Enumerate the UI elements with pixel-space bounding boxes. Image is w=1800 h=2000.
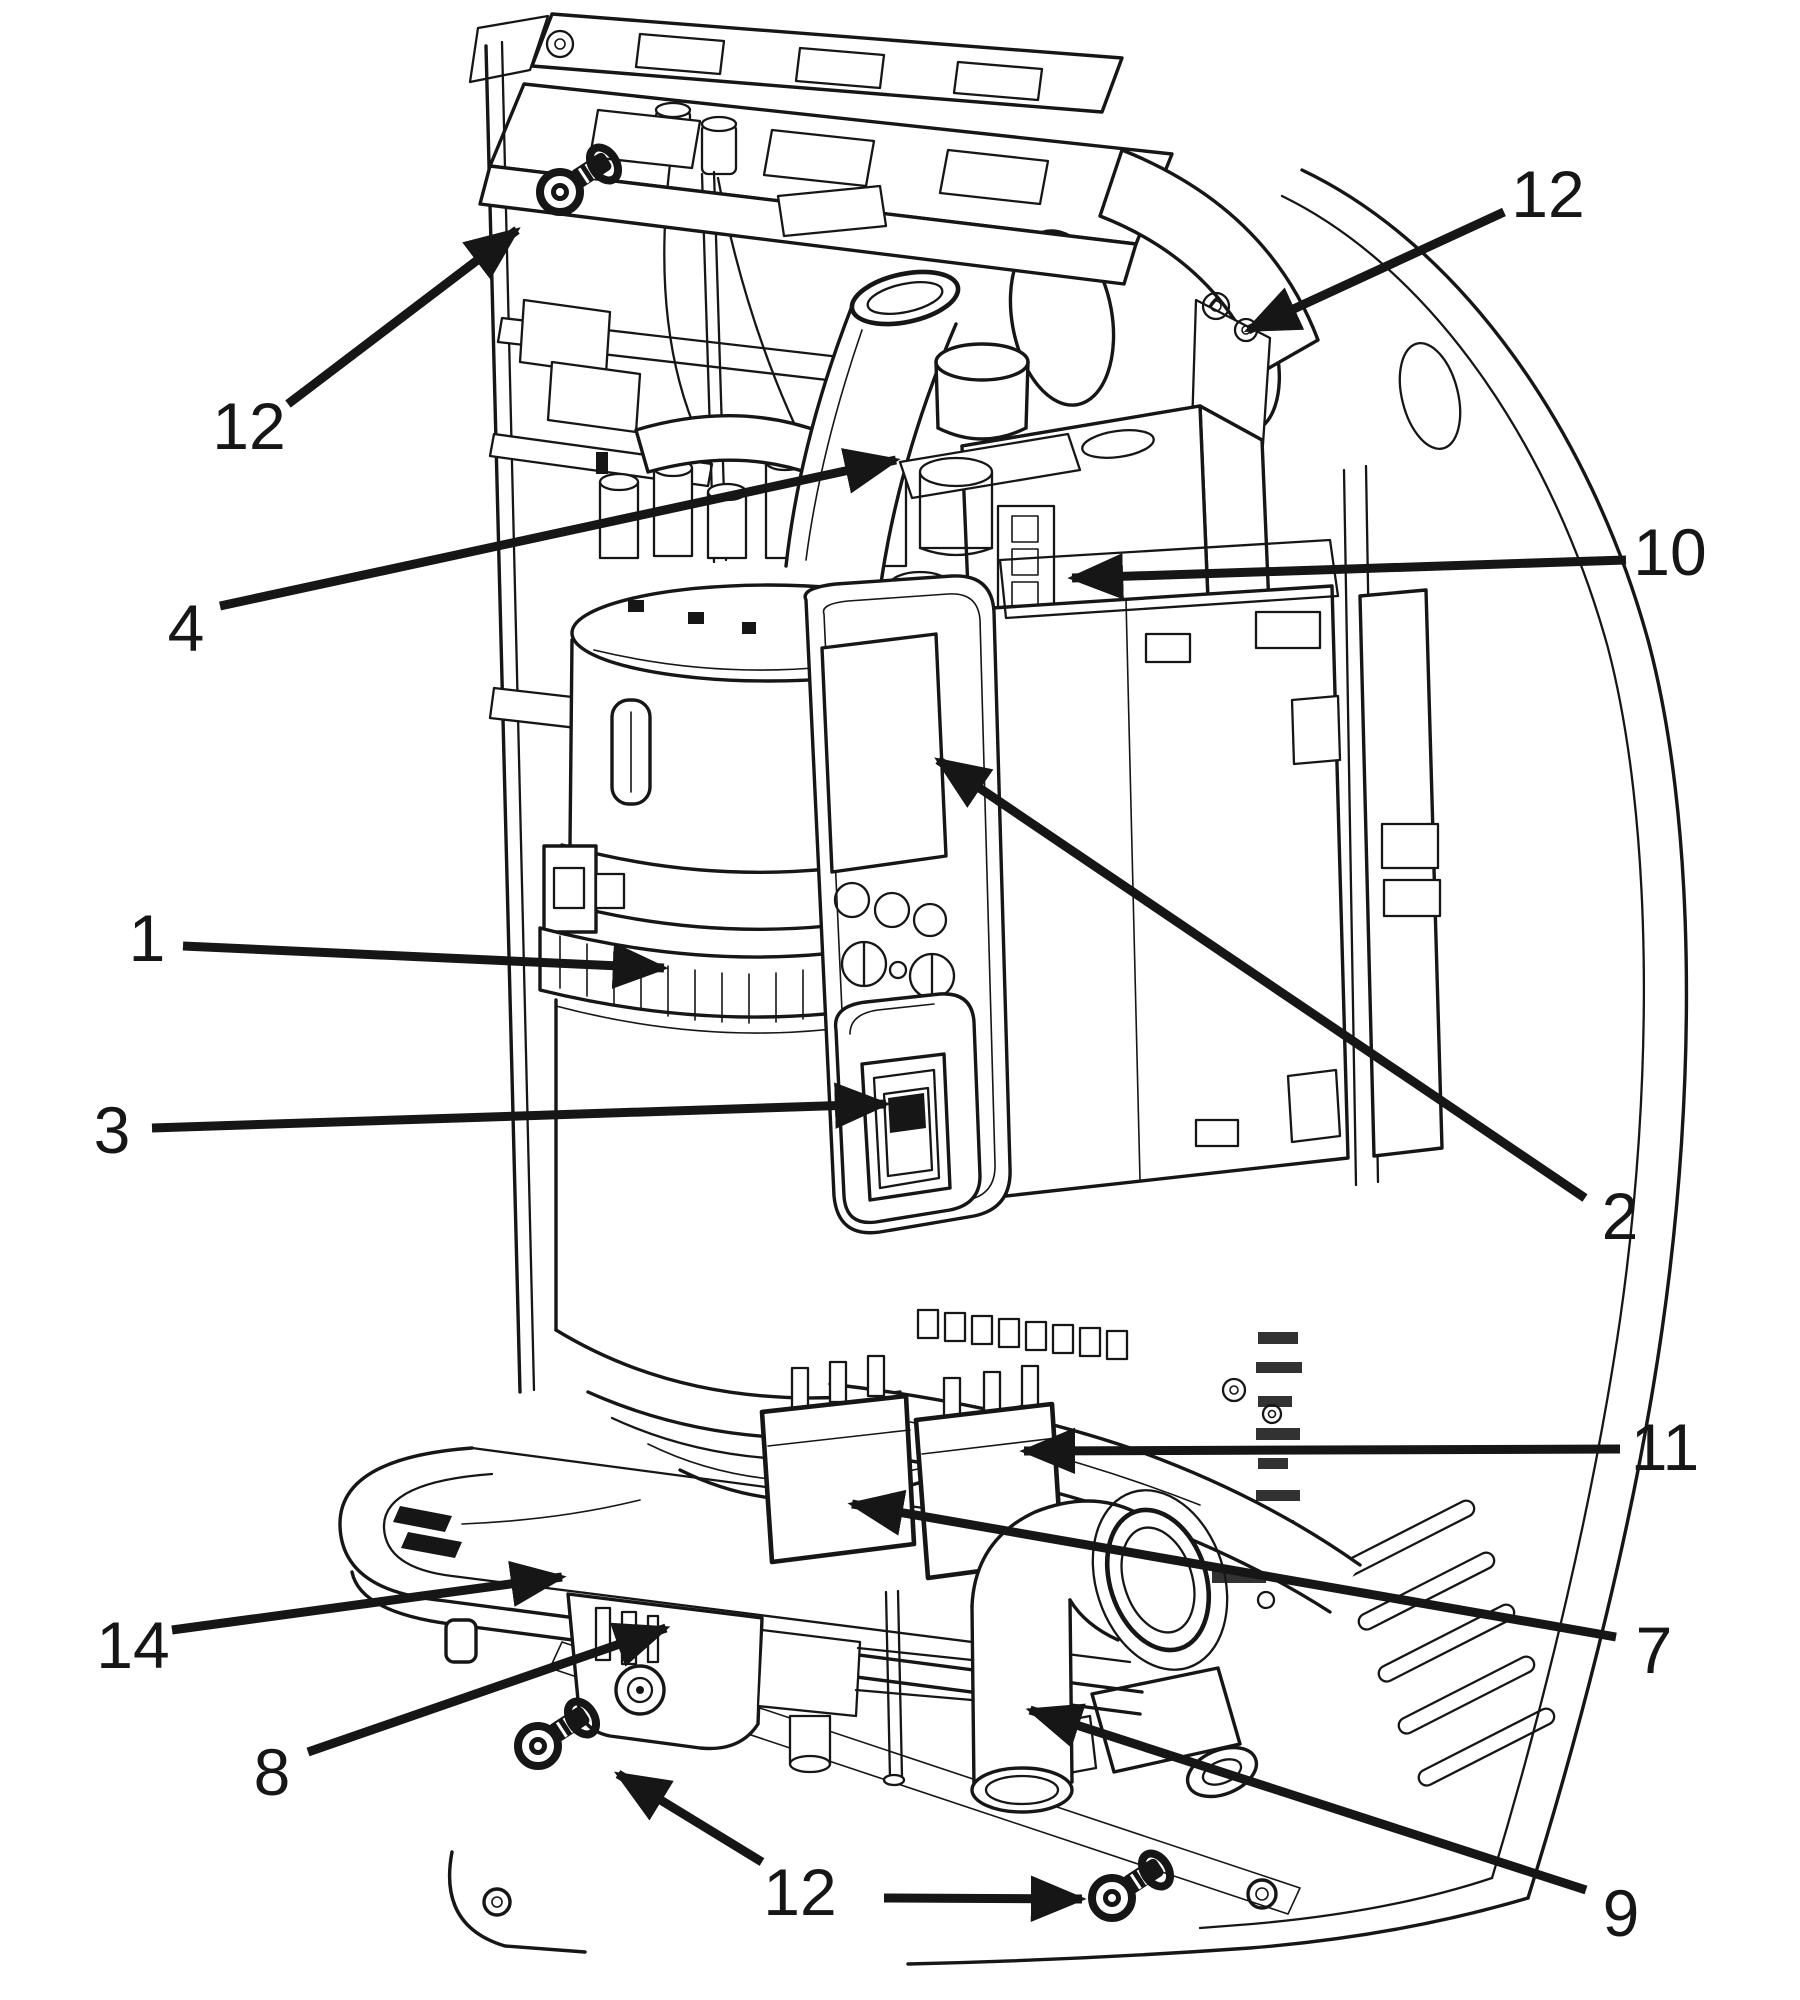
callout-1-arrow — [182, 941, 669, 989]
corner-screw-boss — [1246, 1878, 1278, 1910]
callout-10-label: 10 — [1633, 515, 1706, 589]
callout-3-label: 3 — [94, 1093, 131, 1167]
callout-arrows — [151, 207, 1627, 1922]
callout-7-arrow — [847, 1489, 1617, 1642]
corner-screw-boss — [482, 1887, 512, 1917]
corner-screw-boss — [545, 29, 575, 59]
callout-9-arrow — [1025, 1703, 1588, 1895]
callout-2-arrow — [934, 756, 1588, 1202]
callout-1-label: 1 — [129, 901, 166, 975]
callout-12-bottom-label: 12 — [763, 1855, 836, 1929]
callout-2-label: 2 — [1602, 1179, 1639, 1253]
indicator-led — [912, 902, 948, 938]
control-module — [916, 538, 1444, 1361]
callout-12-bottom-arrow-left — [614, 1770, 765, 1866]
inlet-canister — [918, 342, 1030, 557]
callout-12-top-left-label: 12 — [212, 389, 285, 463]
callout-8-arrow — [306, 1622, 671, 1757]
relay — [759, 1393, 917, 1565]
callout-4-arrow — [219, 448, 901, 611]
indicator-led — [873, 891, 911, 929]
callout-12-bottom-arrow-right — [883, 1875, 1087, 1922]
side-panel — [1358, 588, 1444, 1158]
drain-elbow — [854, 1489, 1229, 1814]
vent-slot — [588, 108, 702, 170]
callout-10-arrow — [1067, 553, 1627, 600]
mounting-screw-icon — [1092, 1848, 1176, 1918]
module-teeth — [916, 1308, 1129, 1361]
bracket-box — [546, 360, 642, 434]
callout-9-label: 9 — [1603, 1876, 1640, 1950]
adjustment-knobs — [840, 940, 956, 1000]
callout-14-arrow — [171, 1560, 567, 1635]
wire-terminal — [393, 1506, 452, 1532]
callout-3-arrow — [151, 1082, 891, 1133]
display-screen — [820, 632, 948, 874]
steam-hose — [634, 184, 961, 592]
callout-4-label: 4 — [168, 591, 205, 665]
callout-labels: 12 12 4 10 1 3 2 11 14 7 8 9 12 — [94, 157, 1707, 1950]
vent-slot — [762, 128, 876, 188]
module-vent-top — [998, 538, 1340, 620]
mounting-screw-icon — [518, 1696, 602, 1766]
callout-12-top-right-arrow — [1243, 207, 1506, 335]
hose-clamp-bracket — [776, 184, 888, 238]
callout-7-label: 7 — [1636, 1613, 1673, 1687]
drain-valve-assembly — [566, 1589, 906, 1787]
mounting-hook — [1286, 1068, 1342, 1144]
callout-12-top-right-label: 12 — [1511, 157, 1584, 231]
control-panel — [803, 574, 1012, 1235]
callout-11-label: 11 — [1631, 1410, 1700, 1484]
vent-slats — [1337, 1499, 1556, 1787]
callout-11-arrow — [1019, 1427, 1621, 1475]
indicator-led — [833, 881, 871, 919]
callout-14-label: 14 — [96, 1608, 169, 1682]
mounting-hook — [1290, 694, 1342, 766]
vent-slot — [938, 148, 1050, 206]
callout-12-top-left-arrow — [285, 226, 521, 408]
knockout-hole — [1398, 342, 1462, 450]
wire-terminal — [401, 1532, 462, 1558]
elbow-flange — [1091, 1489, 1229, 1671]
callout-8-label: 8 — [254, 1735, 291, 1809]
tray-foot — [444, 1618, 478, 1664]
